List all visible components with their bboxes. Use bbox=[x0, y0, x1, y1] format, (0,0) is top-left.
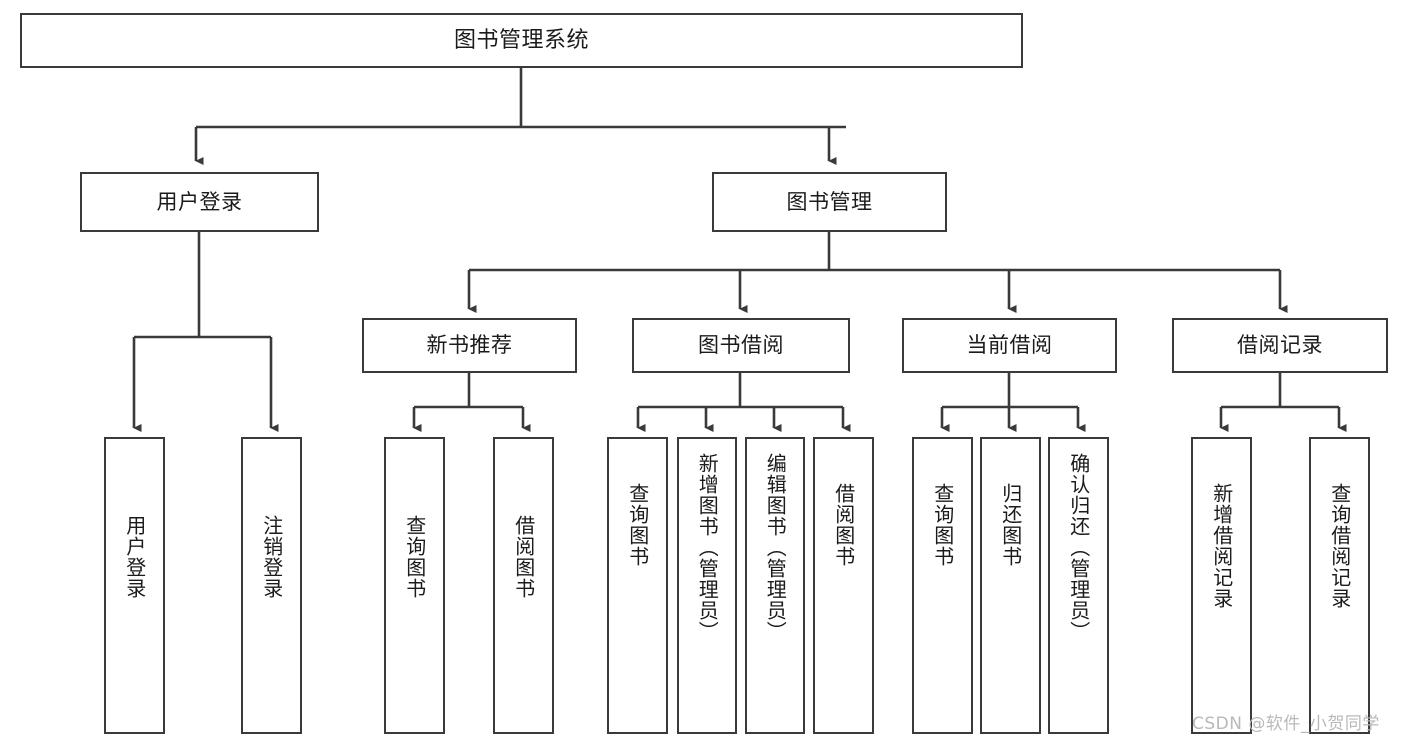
node-label: 查询图书 bbox=[625, 483, 650, 567]
node-label: 当前借阅 bbox=[966, 333, 1053, 358]
node-label: 图书借阅 bbox=[698, 333, 784, 358]
node-current-borrow[interactable]: 当前借阅 bbox=[902, 318, 1117, 373]
node-root-system[interactable]: 图书管理系统 bbox=[20, 13, 1023, 68]
leaf-add-book-admin[interactable]: 新增图书（管理员） bbox=[677, 437, 737, 734]
leaf-confirm-return-admin[interactable]: 确认归还（管理员） bbox=[1048, 437, 1109, 734]
node-label: 查询借阅记录 bbox=[1327, 483, 1352, 609]
node-label: 用户登录 bbox=[122, 515, 147, 599]
node-book-management[interactable]: 图书管理 bbox=[712, 172, 947, 232]
leaf-user-login[interactable]: 用户登录 bbox=[104, 437, 165, 734]
leaf-logout[interactable]: 注销登录 bbox=[241, 437, 302, 734]
node-label: 图书管理 bbox=[786, 189, 873, 214]
leaf-edit-book-admin[interactable]: 编辑图书（管理员） bbox=[745, 437, 805, 734]
node-new-book-recommend[interactable]: 新书推荐 bbox=[362, 318, 577, 373]
leaf-return-book[interactable]: 归还图书 bbox=[980, 437, 1041, 734]
node-borrow-record[interactable]: 借阅记录 bbox=[1172, 318, 1388, 373]
node-label: 借阅图书 bbox=[831, 483, 856, 567]
node-label: 归还图书 bbox=[998, 483, 1023, 567]
node-label: 借阅记录 bbox=[1237, 333, 1323, 358]
watermark-text: CSDN @软件_小贺同学 bbox=[1192, 714, 1380, 734]
node-label: 确认归还（管理员） bbox=[1066, 453, 1091, 642]
leaf-add-borrow-record[interactable]: 新增借阅记录 bbox=[1191, 437, 1252, 734]
node-user-login[interactable]: 用户登录 bbox=[80, 172, 319, 232]
leaf-query-borrow-record[interactable]: 查询借阅记录 bbox=[1309, 437, 1370, 734]
node-label: 注销登录 bbox=[259, 515, 284, 599]
node-label: 查询图书 bbox=[930, 483, 955, 567]
node-label: 用户登录 bbox=[156, 189, 243, 214]
node-book-borrow[interactable]: 图书借阅 bbox=[632, 318, 850, 373]
leaf-borrow-book[interactable]: 借阅图书 bbox=[813, 437, 874, 734]
node-label: 图书管理系统 bbox=[453, 27, 589, 53]
leaf-query-book-current[interactable]: 查询图书 bbox=[912, 437, 973, 734]
node-label: 编辑图书（管理员） bbox=[763, 453, 788, 642]
leaf-borrow-book-recommend[interactable]: 借阅图书 bbox=[493, 437, 554, 734]
node-label: 新书推荐 bbox=[426, 333, 513, 358]
node-label: 借阅图书 bbox=[511, 515, 536, 599]
node-label: 新增借阅记录 bbox=[1209, 483, 1234, 609]
leaf-query-book-borrow[interactable]: 查询图书 bbox=[607, 437, 668, 734]
leaf-query-book-recommend[interactable]: 查询图书 bbox=[384, 437, 445, 734]
node-label: 新增图书（管理员） bbox=[695, 453, 720, 642]
node-label: 查询图书 bbox=[402, 515, 427, 599]
